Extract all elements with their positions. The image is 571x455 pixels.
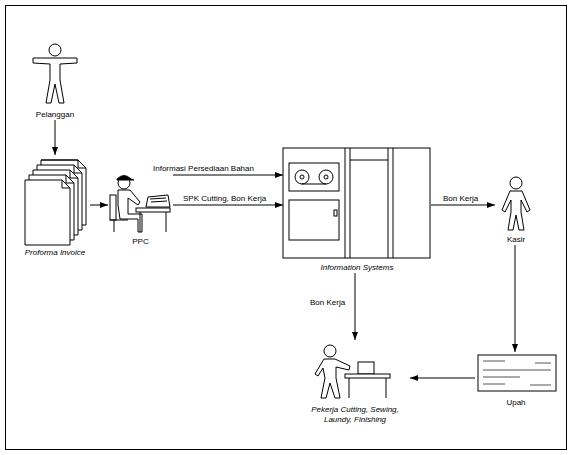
flow-arrow	[55, 120, 56, 155]
node-label: Information Systems	[283, 263, 431, 273]
edge-label: SPK Cutting, Bon Kerja	[183, 194, 266, 204]
system-node: Information Systems	[283, 148, 431, 273]
document-stack	[25, 160, 86, 245]
outer-frame	[6, 6, 567, 450]
cashier-figure	[502, 177, 530, 230]
flow-arrow	[355, 273, 356, 340]
pay-node: Upah	[475, 352, 557, 408]
cashier-node: Kasir	[495, 175, 537, 245]
worker-figure	[315, 345, 390, 398]
node-label: Kasir	[495, 235, 537, 245]
ppc-node: PPC	[108, 165, 173, 247]
flow-arrow	[90, 205, 108, 206]
node-label: Proforma Invoice	[20, 248, 90, 258]
worker-node: Pekerja Cutting, Sewing, Laundy, Finishi…	[300, 340, 410, 425]
edge-label: Bon Kerja	[443, 194, 478, 204]
node-label: Upah	[475, 398, 557, 408]
customer-node: Pelanggan	[30, 40, 80, 120]
document-node: Proforma Invoice	[20, 155, 90, 258]
flow-arrow	[515, 245, 516, 352]
flow-arrow	[431, 205, 495, 206]
pay-cheque	[478, 355, 556, 391]
flow-arrow	[173, 205, 283, 206]
node-label: Pekerja Cutting, Sewing, Laundy, Finishi…	[300, 405, 410, 425]
computer-cabinet	[283, 148, 430, 258]
customer-figure	[33, 44, 77, 103]
flow-arrow	[173, 175, 283, 176]
node-label: Pelanggan	[30, 110, 80, 120]
edge-label: Informasi Persediaan Bahan	[153, 164, 254, 174]
node-label: PPC	[108, 237, 173, 247]
edge-label: Bon Kerja	[310, 298, 345, 308]
flow-arrow	[410, 378, 475, 379]
ppc-operator	[110, 176, 170, 233]
